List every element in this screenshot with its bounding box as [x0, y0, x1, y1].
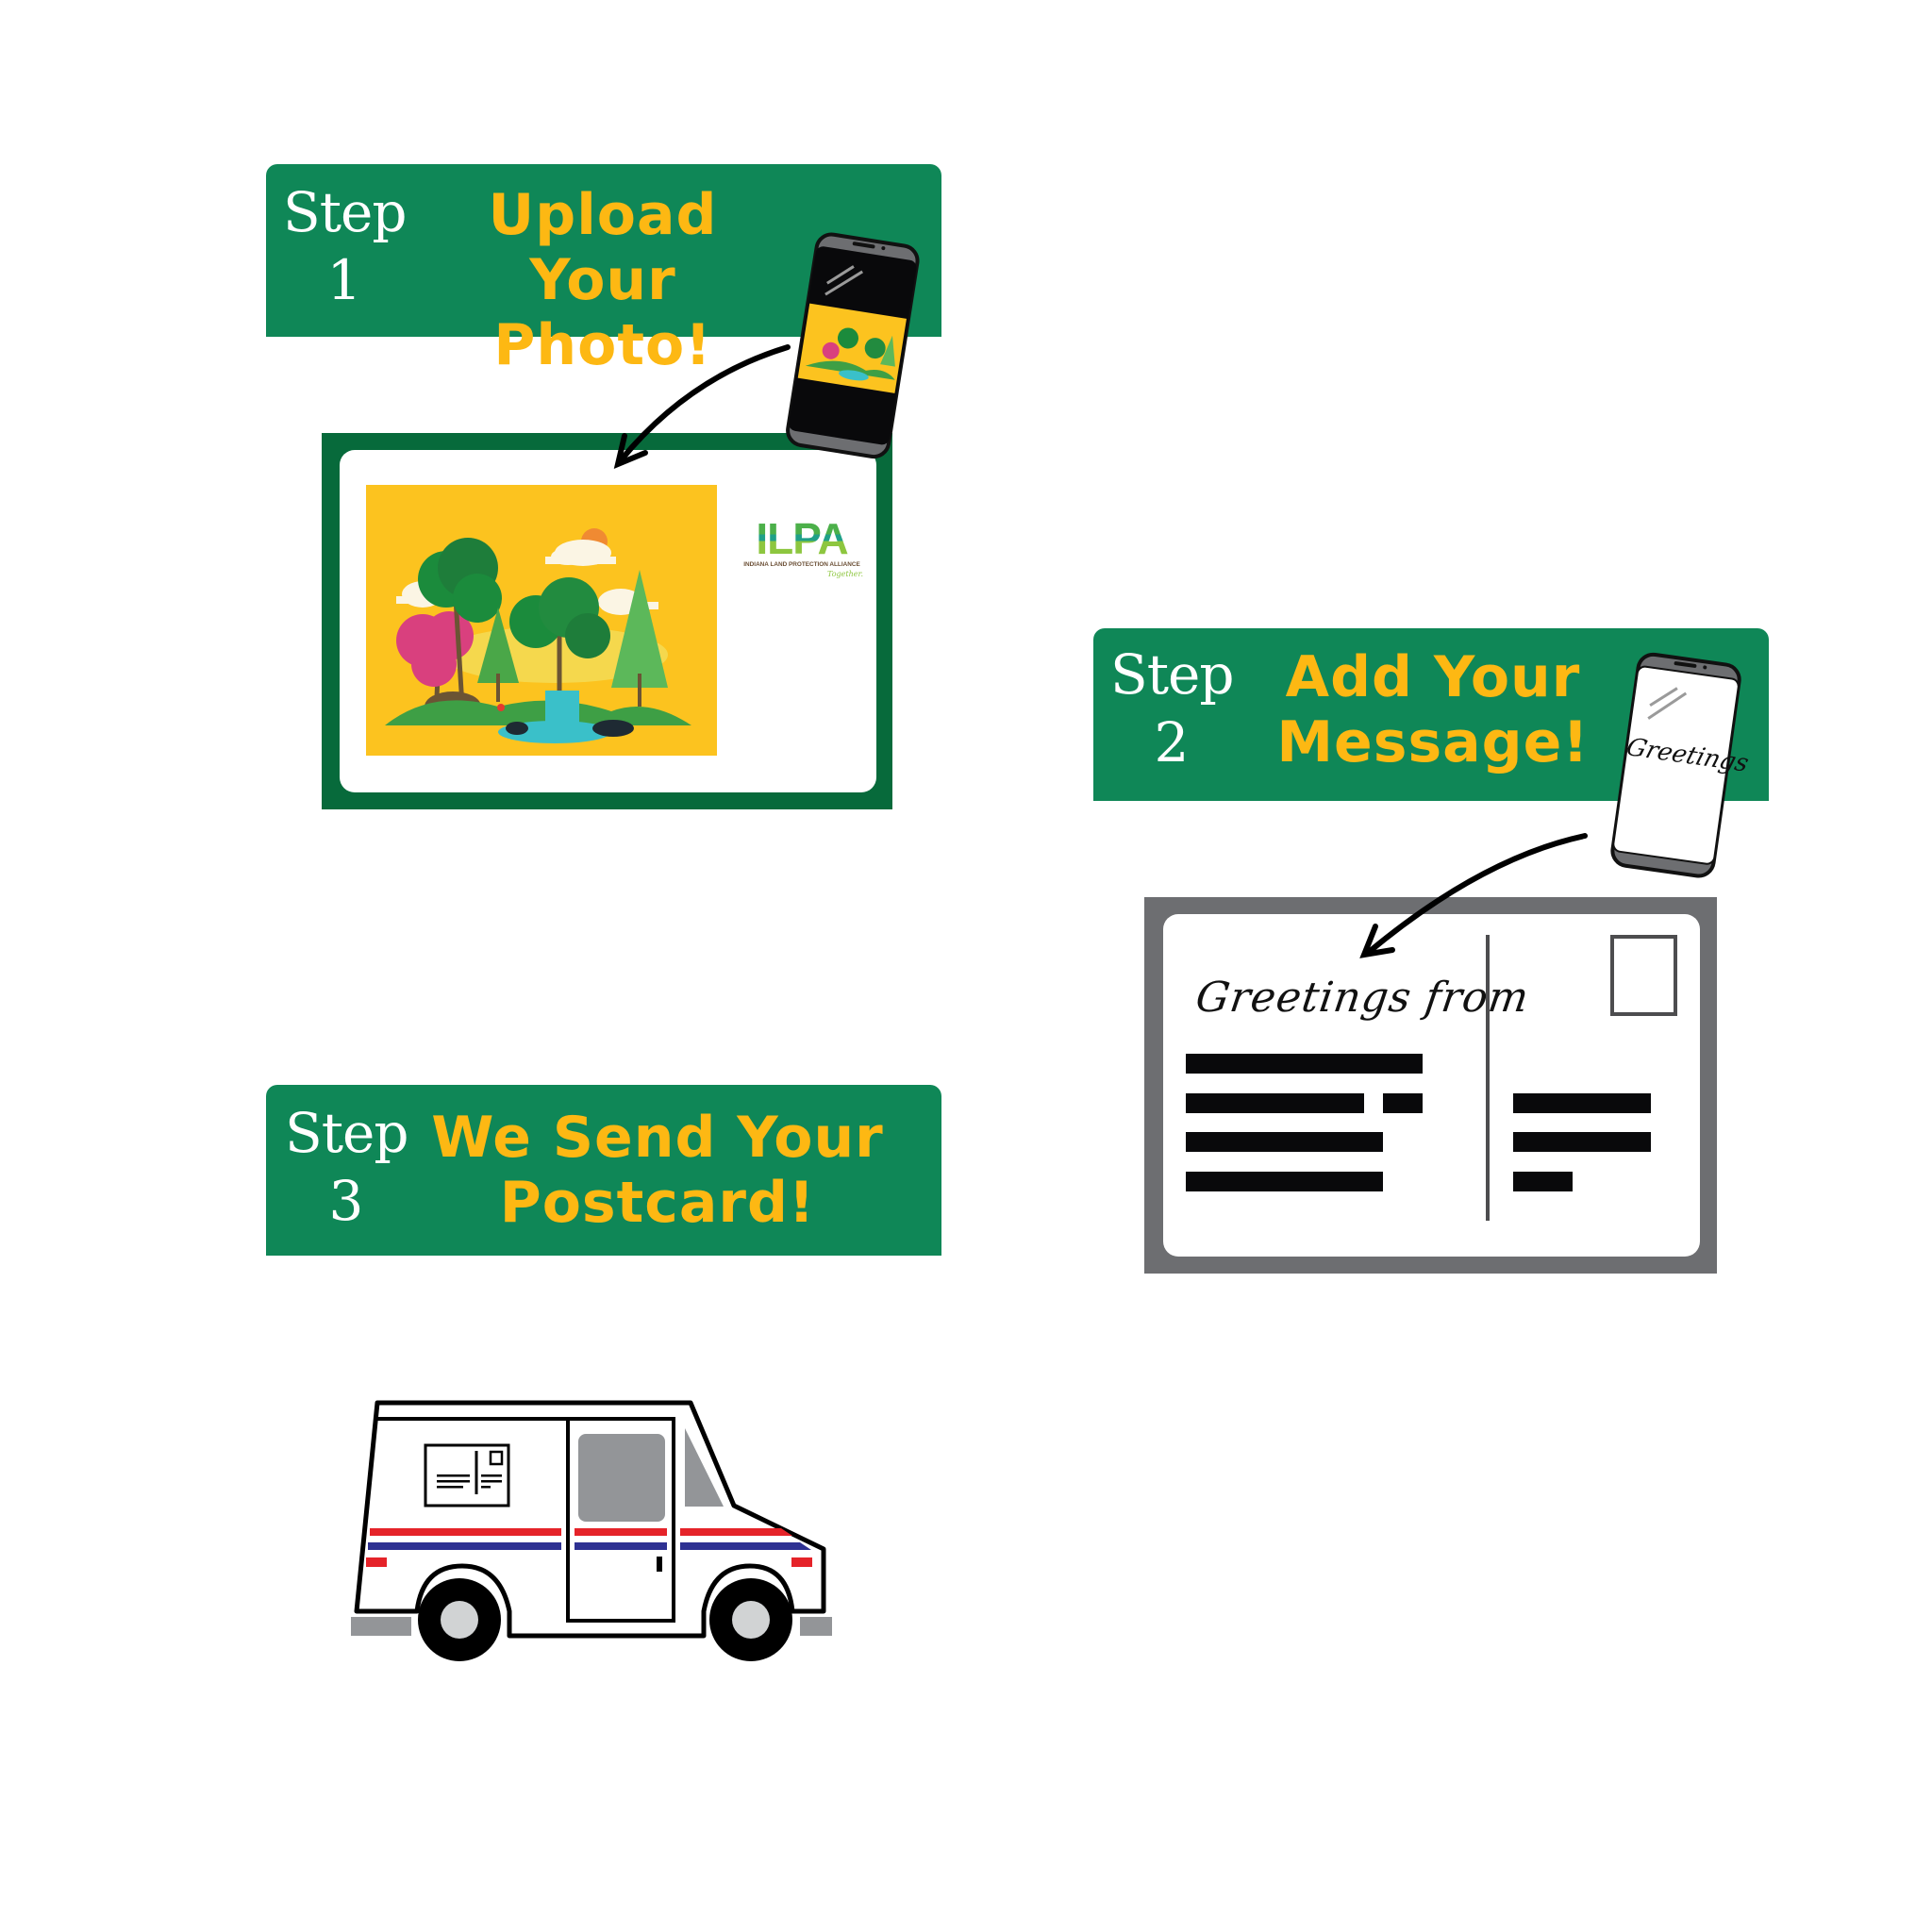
- step-1-title: Upload Your Photo!: [488, 182, 718, 378]
- step-word: Step: [285, 1101, 409, 1165]
- step-word: Step: [283, 180, 408, 244]
- step-1-banner: Step 1 Upload Your Photo!: [266, 164, 941, 378]
- ilpa-org-name: INDIANA LAND PROTECTION ALLIANCE: [743, 561, 860, 568]
- forest-landscape-illustration: [385, 528, 691, 743]
- message-line: [1383, 1093, 1423, 1113]
- address-line: [1513, 1093, 1651, 1113]
- ilpa-tagline: Together.: [827, 570, 863, 578]
- address-line: [1513, 1172, 1573, 1191]
- step-number: 1: [326, 248, 362, 312]
- step-2-label: Step 2: [1110, 642, 1235, 774]
- step-3-banner: Step 3 We Send Your Postcard!: [266, 1085, 941, 1256]
- postcard-divider: [1486, 935, 1490, 1221]
- ilpa-logo: ILPA INDIANA LAND PROTECTION ALLIANCE To…: [741, 517, 863, 583]
- step-3-label: Step 3: [285, 1101, 409, 1233]
- step-1-label: Step 1: [283, 180, 408, 312]
- message-line: [1186, 1054, 1423, 1074]
- curved-arrow-icon: [1359, 833, 1588, 958]
- ilpa-letters: ILPA: [741, 517, 863, 560]
- message-line: [1186, 1172, 1383, 1191]
- address-line: [1513, 1132, 1651, 1152]
- step-2-title: Add Your Message!: [1276, 644, 1590, 775]
- stamp-box-icon: [1610, 935, 1677, 1016]
- step-number: 3: [328, 1169, 364, 1233]
- smartphone-with-message-icon: [1610, 652, 1741, 878]
- smartphone-with-photo-icon: [786, 232, 920, 459]
- mail-truck-icon: [351, 1400, 832, 1661]
- greeting-text: Greetings from: [1192, 974, 1533, 1022]
- curved-arrow-icon: [613, 344, 791, 470]
- landscape-photo: [366, 485, 717, 756]
- step-number: 2: [1154, 710, 1190, 774]
- message-line: [1186, 1132, 1383, 1152]
- step-word: Step: [1110, 642, 1235, 707]
- message-line: [1186, 1093, 1364, 1113]
- step-3-title: We Send Your Postcard!: [431, 1105, 884, 1236]
